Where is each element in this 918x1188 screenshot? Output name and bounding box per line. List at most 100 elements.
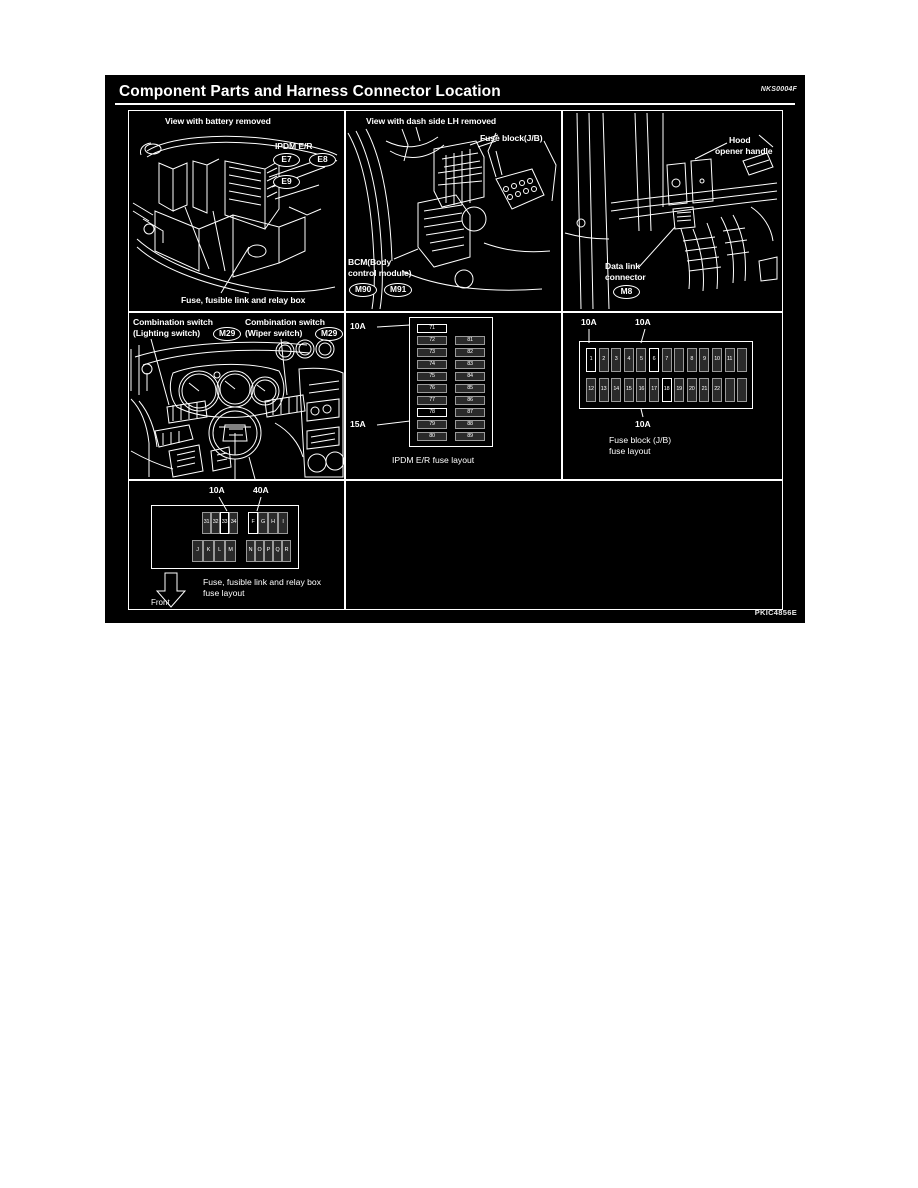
jb-amp-top-right: 10A bbox=[635, 317, 651, 327]
ipdm-fuse-87[interactable]: 87 bbox=[455, 408, 485, 417]
connector-m91[interactable]: M91 bbox=[384, 283, 413, 297]
relay-fuse-33[interactable]: 33 bbox=[220, 512, 229, 534]
ipdm-er-label: IPDM E/R bbox=[275, 141, 313, 151]
battery-view-title: View with battery removed bbox=[165, 116, 271, 126]
connector-e7[interactable]: E7 bbox=[273, 153, 300, 167]
figure-plate: Component Parts and Harness Connector Lo… bbox=[105, 75, 805, 623]
ipdm-fuse-75[interactable]: 75 bbox=[417, 372, 447, 381]
relay-fuse-F[interactable]: F bbox=[248, 512, 258, 534]
fuse-relay-box-label: Fuse, fusible link and relay box bbox=[181, 295, 306, 305]
relay-fuse-G[interactable]: G bbox=[258, 512, 268, 534]
relay-fuse-H[interactable]: H bbox=[268, 512, 278, 534]
grid-divider-h1 bbox=[129, 311, 782, 313]
bcm-label-line1: BCM(Body bbox=[348, 257, 392, 267]
relay-fuse-P[interactable]: P bbox=[264, 540, 273, 562]
jb-fuse-21[interactable]: 21 bbox=[699, 378, 710, 402]
relay-fuse-34[interactable]: 34 bbox=[229, 512, 238, 534]
connector-m8[interactable]: M8 bbox=[613, 285, 640, 299]
jb-fuse-blank-top-12[interactable] bbox=[737, 348, 748, 372]
ipdm-fuse-89[interactable]: 89 bbox=[455, 432, 485, 441]
relay-amp-leader-lines bbox=[129, 481, 344, 609]
relay-fuse-Q[interactable]: Q bbox=[273, 540, 282, 562]
data-link-connector-label-line1: Data link bbox=[605, 261, 640, 271]
relay-amp-left: 10A bbox=[209, 485, 225, 495]
jb-fuse-blank-bottom-11[interactable] bbox=[724, 378, 735, 402]
ipdm-fuse-73[interactable]: 73 bbox=[417, 348, 447, 357]
jb-fuse-2[interactable]: 2 bbox=[598, 348, 609, 372]
ipdm-fuse-74[interactable]: 74 bbox=[417, 360, 447, 369]
jb-fuse-1[interactable]: 1 bbox=[586, 348, 596, 372]
jb-fuse-3[interactable]: 3 bbox=[611, 348, 622, 372]
grid-divider-v1 bbox=[344, 111, 346, 311]
jb-fuse-7[interactable]: 7 bbox=[661, 348, 672, 372]
connector-m29-lighting[interactable]: M29 bbox=[213, 327, 242, 341]
ipdm-fuse-88[interactable]: 88 bbox=[455, 420, 485, 429]
jb-fuse-17[interactable]: 17 bbox=[649, 378, 659, 402]
ipdm-fuse-81[interactable]: 81 bbox=[455, 336, 485, 345]
ipdm-fuse-box: 71 72 73 74 75 76 77 78 79 80 81 82 83 84 85 86 87 88 89 bbox=[409, 317, 493, 447]
relay-fuse-I[interactable]: I bbox=[278, 512, 288, 534]
grid-divider-v2 bbox=[561, 111, 563, 311]
jb-fuse-19[interactable]: 19 bbox=[674, 378, 685, 402]
connector-m90[interactable]: M90 bbox=[349, 283, 378, 297]
lighting-switch-label-line1: Combination switch bbox=[133, 317, 213, 327]
jb-fuse-4[interactable]: 4 bbox=[623, 348, 634, 372]
relay-fuse-31[interactable]: 31 bbox=[202, 512, 211, 534]
jb-fuse-8[interactable]: 8 bbox=[686, 348, 697, 372]
relay-caption-line1: Fuse, fusible link and relay box bbox=[203, 577, 321, 587]
jb-fuse-22[interactable]: 22 bbox=[712, 378, 722, 402]
jb-fuse-14[interactable]: 14 bbox=[611, 378, 622, 402]
relay-fuse-R[interactable]: R bbox=[282, 540, 291, 562]
instrument-panel-illustration bbox=[129, 339, 344, 479]
relay-fuse-J[interactable]: J bbox=[192, 540, 203, 562]
jb-fuse-blank-bottom-12[interactable] bbox=[737, 378, 748, 402]
connector-e9[interactable]: E9 bbox=[273, 175, 300, 189]
ipdm-fuse-86[interactable]: 86 bbox=[455, 396, 485, 405]
relay-fuse-32[interactable]: 32 bbox=[211, 512, 220, 534]
ipdm-fuse-82[interactable]: 82 bbox=[455, 348, 485, 357]
jb-fuse-5[interactable]: 5 bbox=[636, 348, 647, 372]
jb-amp-leader-lines bbox=[563, 313, 782, 479]
relay-caption-line2: fuse layout bbox=[203, 588, 245, 598]
ipdm-fuse-72[interactable]: 72 bbox=[417, 336, 447, 345]
ipdm-fuse-83[interactable]: 83 bbox=[455, 360, 485, 369]
relay-fuse-K[interactable]: K bbox=[203, 540, 214, 562]
connector-e8[interactable]: E8 bbox=[309, 153, 336, 167]
jb-fuse-13[interactable]: 13 bbox=[598, 378, 609, 402]
panel-empty-area bbox=[346, 481, 782, 609]
relay-amp-right: 40A bbox=[253, 485, 269, 495]
jb-fuse-16[interactable]: 16 bbox=[636, 378, 647, 402]
bcm-label-line2: control module) bbox=[348, 268, 412, 278]
ipdm-fuse-77[interactable]: 77 bbox=[417, 396, 447, 405]
jb-fuse-12[interactable]: 12 bbox=[586, 378, 596, 402]
jb-fuse-9[interactable]: 9 bbox=[699, 348, 710, 372]
ipdm-fuse-76[interactable]: 76 bbox=[417, 384, 447, 393]
ipdm-fuse-78[interactable]: 78 bbox=[417, 408, 447, 417]
ipdm-fuse-71[interactable]: 71 bbox=[417, 324, 447, 333]
title-divider bbox=[115, 103, 795, 105]
ipdm-fuse-84[interactable]: 84 bbox=[455, 372, 485, 381]
jb-fuse-18[interactable]: 18 bbox=[661, 378, 672, 402]
jb-fuse-10[interactable]: 10 bbox=[712, 348, 722, 372]
ipdm-fuse-80[interactable]: 80 bbox=[417, 432, 447, 441]
jb-fuse-20[interactable]: 20 bbox=[686, 378, 697, 402]
relay-fuse-O[interactable]: O bbox=[255, 540, 264, 562]
connector-m29-wiper[interactable]: M29 bbox=[315, 327, 344, 341]
jb-fuse-blank-top-7[interactable] bbox=[674, 348, 685, 372]
jb-fuse-15[interactable]: 15 bbox=[623, 378, 634, 402]
jb-fuse-6[interactable]: 6 bbox=[649, 348, 659, 372]
panel-dash-side-view: View with dash side LH removed bbox=[346, 111, 561, 311]
hood-opener-label-line2: opener handle bbox=[715, 146, 773, 156]
ipdm-fuse-layout-caption: IPDM E/R fuse layout bbox=[392, 455, 475, 465]
grid-divider-v4 bbox=[561, 311, 563, 479]
relay-fuse-M[interactable]: M bbox=[225, 540, 236, 562]
data-link-connector-label-line2: connector bbox=[605, 272, 646, 282]
relay-fuse-N[interactable]: N bbox=[246, 540, 255, 562]
front-label: Front bbox=[151, 598, 170, 607]
relay-fuse-L[interactable]: L bbox=[214, 540, 225, 562]
panel-battery-view: View with battery removed bbox=[129, 111, 344, 311]
jb-fuse-11[interactable]: 11 bbox=[724, 348, 735, 372]
ipdm-fuse-79[interactable]: 79 bbox=[417, 420, 447, 429]
ipdm-fuse-85[interactable]: 85 bbox=[455, 384, 485, 393]
